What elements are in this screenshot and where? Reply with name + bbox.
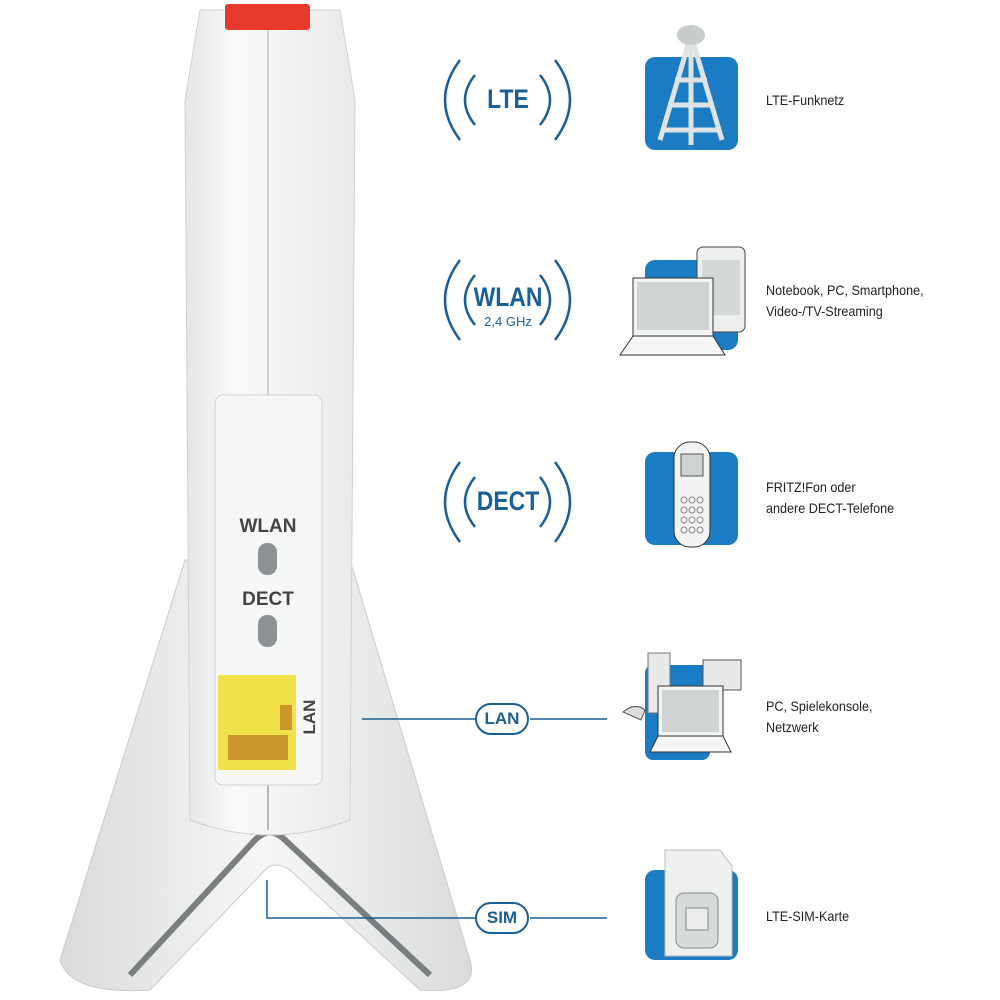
dect-label: DECT — [476, 486, 540, 516]
description-line: Video-/TV-Streaming — [766, 303, 883, 319]
sim-card-icon — [645, 849, 738, 960]
wlan-button-label: WLAN — [239, 516, 297, 537]
signal-wlan: WLAN 2,4 GHz — [433, 250, 583, 350]
lan-tag: LAN — [475, 703, 529, 735]
signal-waves — [443, 59, 572, 543]
power-button[interactable] — [225, 4, 310, 30]
lte-label: LTE — [487, 84, 529, 114]
lan-port-label: LAN — [300, 699, 319, 735]
dect-description: FRITZ!Fon oder andere DECT-Telefone — [766, 477, 894, 519]
description-line: PC, Spielekonsole, — [766, 698, 873, 714]
notebook-smartphone-icon — [619, 246, 746, 356]
description-line: LTE-SIM-Karte — [766, 908, 850, 924]
signal-dect: DECT — [433, 452, 583, 552]
description-line: Netzwerk — [766, 719, 819, 735]
description-line: andere DECT-Telefone — [766, 500, 895, 516]
signal-lte: LTE — [433, 50, 583, 150]
cell-tower-icon — [645, 25, 738, 150]
wlan-description: Notebook, PC, Smartphone, Video-/TV-Strea… — [766, 280, 924, 322]
description-line: FRITZ!Fon oder — [766, 479, 856, 495]
description-line: Notebook, PC, Smartphone, — [766, 282, 924, 298]
dect-button-label: DECT — [242, 589, 294, 610]
sim-description: LTE-SIM-Karte — [766, 906, 849, 927]
dect-button[interactable] — [258, 615, 277, 647]
lte-description: LTE-Funknetz — [766, 90, 844, 111]
lan-description: PC, Spielekonsole, Netzwerk — [766, 696, 872, 738]
wlan-button[interactable] — [258, 543, 277, 575]
pc-console-network-icon — [622, 652, 742, 760]
cordless-phone-icon — [645, 441, 738, 548]
wlan-label: WLAN — [473, 282, 543, 312]
wlan-frequency: 2,4 GHz — [484, 314, 532, 329]
sim-tag: SIM — [475, 902, 529, 934]
description-line: LTE-Funknetz — [766, 92, 845, 108]
